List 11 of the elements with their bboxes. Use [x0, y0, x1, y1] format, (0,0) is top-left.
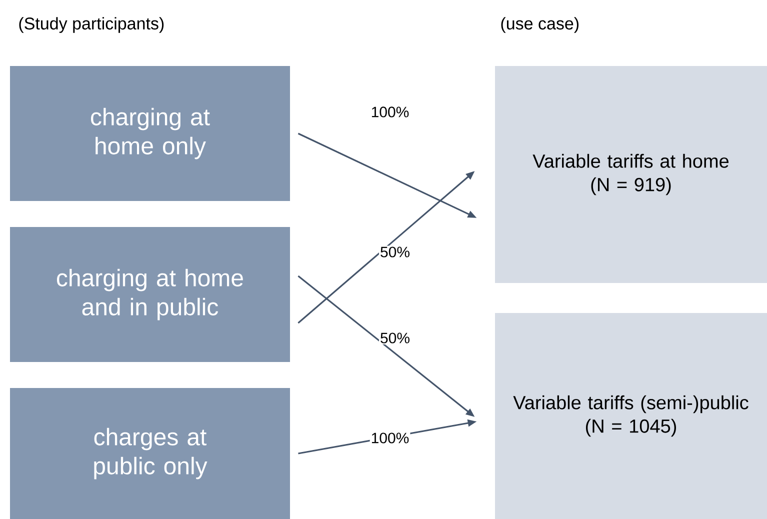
use-case-box: Variable tariffs at home (N = 919) [495, 66, 767, 283]
participant-box: charging at home only [10, 66, 290, 201]
participant-box: charges at public only [10, 388, 290, 519]
edge-label: 50% [379, 246, 412, 258]
participant-box: charging at home and in public [10, 227, 290, 362]
edge-label: 50% [379, 332, 412, 344]
use-case-box: Variable tariffs (semi-)public (N = 1045) [495, 313, 767, 519]
column-heading: (use case) [501, 17, 578, 33]
column-heading: (Study participants) [19, 17, 164, 33]
edge-label: 100% [370, 106, 410, 118]
edge-label: 100% [370, 432, 410, 444]
